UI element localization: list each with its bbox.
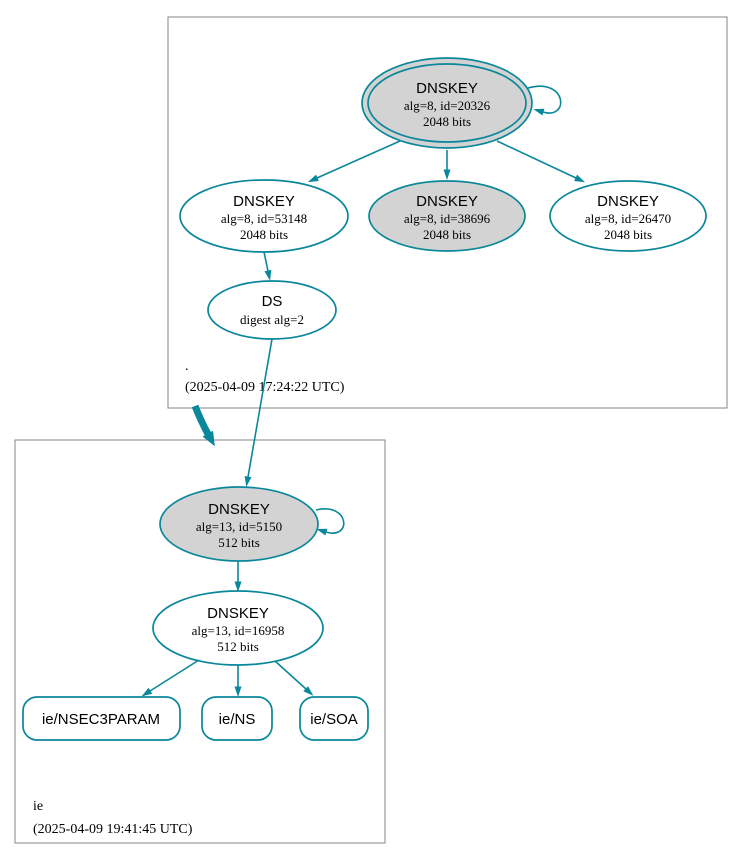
edge-dnskey-20326-self-sign bbox=[527, 85, 562, 116]
zone-label-ie: ie bbox=[33, 799, 43, 814]
node-detail: digest alg=2 bbox=[240, 312, 304, 327]
node-bits: 512 bits bbox=[217, 639, 259, 654]
edge-20326-to-53148 bbox=[307, 140, 401, 183]
node-bits: 2048 bits bbox=[604, 227, 652, 242]
rrset-label: ie/SOA bbox=[310, 711, 358, 728]
edge-dnskey-5150-self-sign bbox=[315, 508, 345, 536]
node-dnskey-16958[interactable]: DNSKEY alg=13, id=16958 512 bits bbox=[152, 590, 324, 666]
node-bits: 2048 bits bbox=[423, 227, 471, 242]
node-title: DS bbox=[262, 293, 283, 310]
zone-box-root bbox=[167, 16, 728, 409]
node-bits: 2048 bits bbox=[423, 114, 471, 129]
edge-16958-to-nsec3param bbox=[141, 659, 200, 697]
node-rrset-nsec3param[interactable]: ie/NSEC3PARAM bbox=[22, 696, 181, 741]
node-dnskey-5150-ksk[interactable]: DNSKEY alg=13, id=5150 512 bits bbox=[159, 486, 319, 562]
node-detail: alg=13, id=5150 bbox=[196, 519, 282, 534]
node-dnskey-26470[interactable]: DNSKEY alg=8, id=26470 2048 bits bbox=[549, 180, 707, 252]
node-title: DNSKEY bbox=[416, 80, 478, 97]
zone-label-root: . bbox=[185, 359, 189, 374]
node-bits: 2048 bits bbox=[240, 227, 288, 242]
node-title: DNSKEY bbox=[208, 501, 270, 518]
node-dnskey-20326-ksk[interactable]: DNSKEY alg=8, id=20326 2048 bits bbox=[361, 57, 533, 149]
zone-timestamp-ie: (2025-04-09 19:41:45 UTC) bbox=[33, 822, 193, 837]
rrset-label: ie/NSEC3PARAM bbox=[42, 711, 160, 728]
edge-zone-delegation-root-to-ie bbox=[191, 404, 215, 447]
node-title: DNSKEY bbox=[597, 193, 659, 210]
node-detail: alg=13, id=16958 bbox=[192, 623, 285, 638]
node-ds-root-ie[interactable]: DS digest alg=2 bbox=[207, 280, 337, 340]
edge-ds-to-dnskey-5150 bbox=[244, 338, 273, 487]
node-rrset-soa[interactable]: ie/SOA bbox=[299, 696, 369, 741]
edge-53148-to-ds bbox=[263, 251, 272, 281]
node-title: DNSKEY bbox=[416, 193, 478, 210]
node-title: DNSKEY bbox=[233, 193, 295, 210]
edge-16958-to-soa bbox=[274, 660, 314, 696]
node-bits: 512 bits bbox=[218, 535, 260, 550]
node-dnskey-53148[interactable]: DNSKEY alg=8, id=53148 2048 bits bbox=[179, 179, 349, 253]
node-detail: alg=8, id=26470 bbox=[585, 211, 671, 226]
node-rrset-ns[interactable]: ie/NS bbox=[201, 696, 273, 741]
node-dnskey-38696[interactable]: DNSKEY alg=8, id=38696 2048 bits bbox=[368, 180, 526, 252]
rrset-label: ie/NS bbox=[219, 711, 256, 728]
zone-timestamp-root: (2025-04-09 17:24:22 UTC) bbox=[185, 380, 345, 395]
node-detail: alg=8, id=20326 bbox=[404, 98, 491, 113]
node-detail: alg=8, id=53148 bbox=[221, 211, 307, 226]
edge-20326-to-26470 bbox=[496, 140, 586, 183]
node-title: DNSKEY bbox=[207, 605, 269, 622]
zone-box-ie bbox=[14, 439, 386, 844]
node-detail: alg=8, id=38696 bbox=[404, 211, 491, 226]
